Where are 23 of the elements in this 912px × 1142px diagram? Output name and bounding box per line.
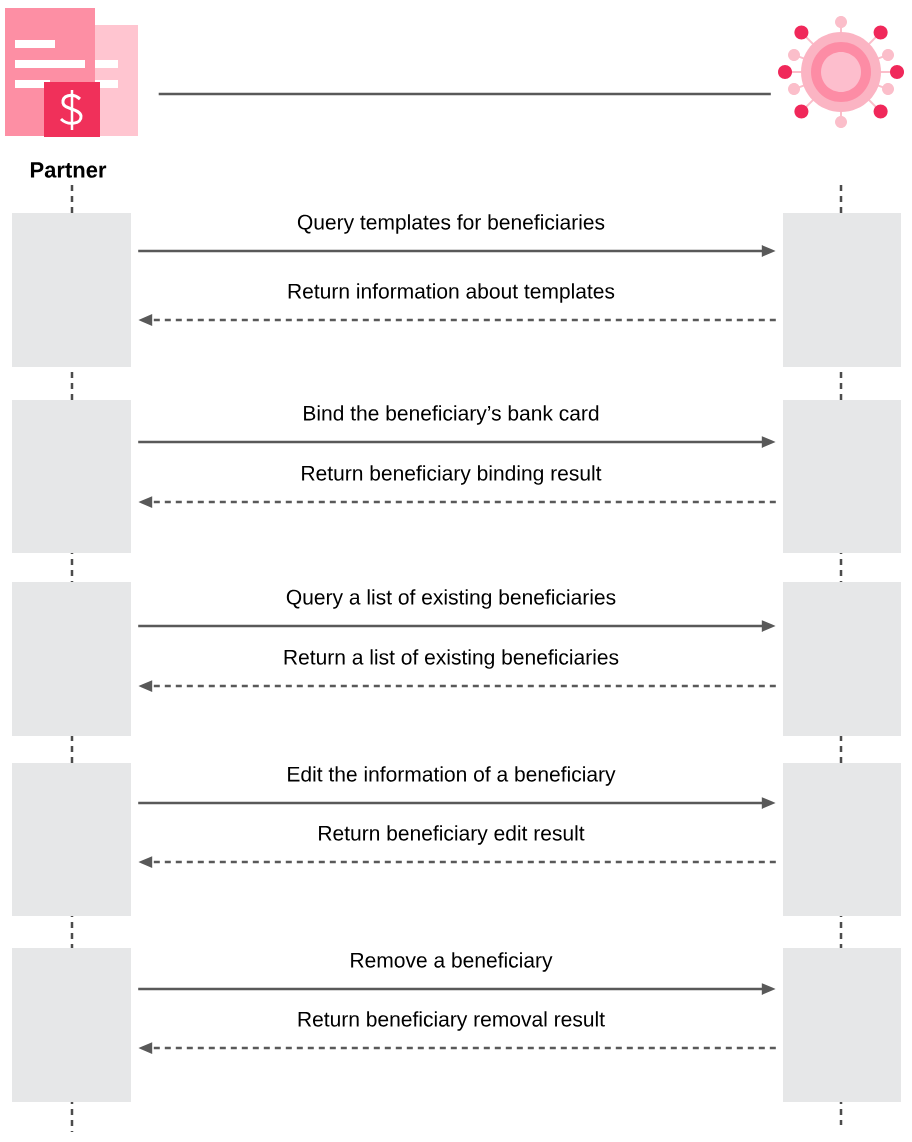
network-icon	[778, 16, 904, 128]
message-label: Query a list of existing beneficiaries	[286, 589, 616, 609]
activation-bar	[12, 400, 131, 553]
activation-bar	[783, 400, 901, 553]
activation-bar	[12, 948, 131, 1102]
activation-bar	[783, 582, 901, 736]
message-label: Edit the information of a beneficiary	[288, 766, 616, 786]
message-label: Return beneficiary edit result	[319, 825, 585, 845]
message-label: Return a list of existing beneficiaries	[284, 649, 619, 669]
activation-bar	[12, 213, 131, 367]
activation-bar	[783, 213, 901, 367]
activation-bar	[12, 763, 131, 916]
activation-bar	[12, 582, 131, 736]
participant-label: Partner	[30, 162, 107, 178]
message-label: Query templates for beneficiaries	[297, 214, 605, 234]
message-label: Remove a beneficiary	[351, 952, 553, 972]
activation-bar	[783, 763, 901, 916]
connector-line	[158, 92, 771, 96]
message-label: Bind the beneficiary’s bank card	[304, 405, 599, 425]
activation-bar	[783, 948, 901, 1102]
message-label: Return beneficiary binding result	[302, 465, 602, 485]
message-label: Return beneficiary removal result	[298, 1011, 605, 1031]
message-label: Return information about templates	[288, 283, 615, 303]
